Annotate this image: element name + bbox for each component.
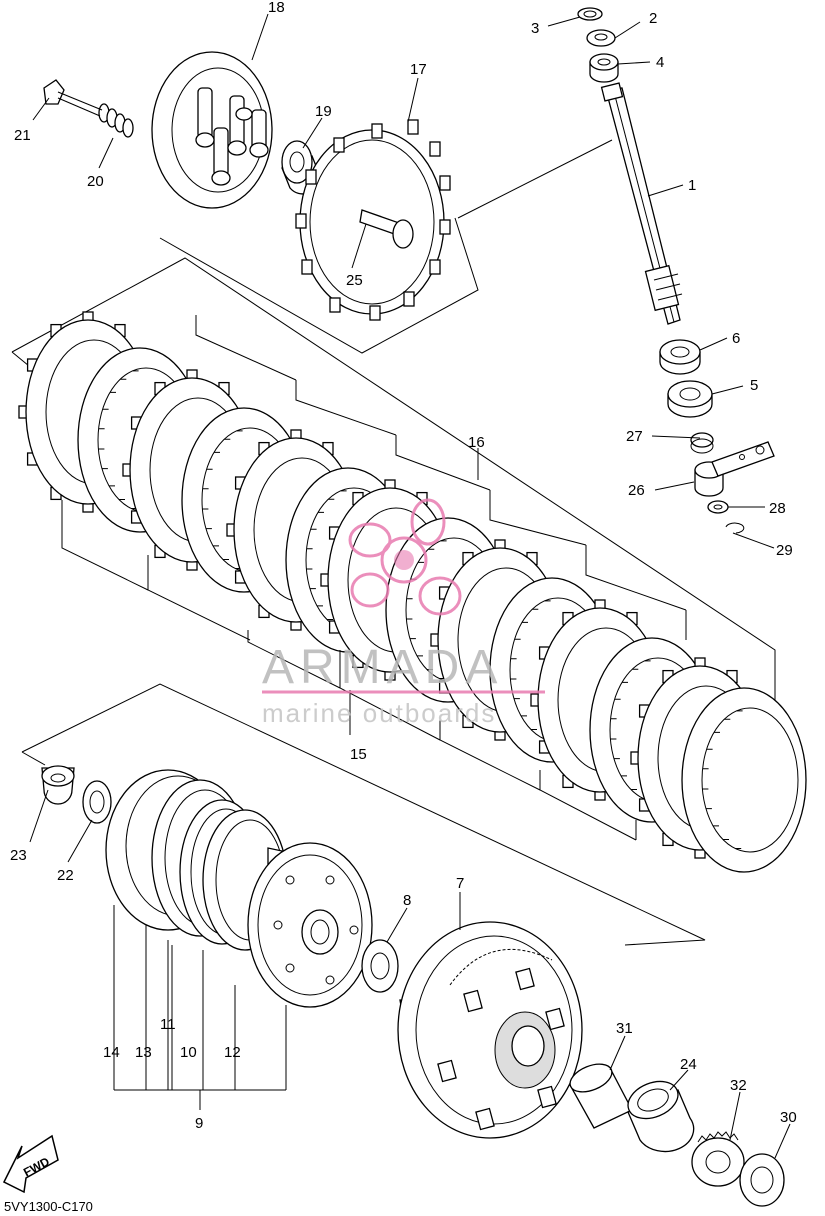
washer-part-2	[586, 29, 616, 47]
callout-22: 22	[57, 867, 74, 884]
callout-4: 4	[656, 54, 664, 71]
callout-13: 13	[135, 1044, 152, 1061]
pressure-plate-bosses	[195, 87, 269, 186]
callout-11: 11	[160, 1016, 176, 1033]
group-outline-bottom	[21, 683, 706, 946]
bearing-part-5	[667, 380, 713, 418]
fwd-arrow-icon: FWD	[2, 1134, 59, 1194]
washer-part-28	[707, 500, 729, 514]
callout-30: 30	[780, 1109, 797, 1126]
callout-6: 6	[732, 330, 740, 347]
callout-16: 16	[468, 434, 485, 451]
steel-plate	[681, 687, 807, 873]
callout-28: 28	[769, 500, 786, 517]
callout-29: 29	[776, 542, 793, 559]
watermark-brand: ARMADA	[262, 641, 503, 694]
watermark-flower-icon	[348, 498, 462, 616]
callout-17: 17	[410, 61, 427, 78]
callout-19: 19	[315, 103, 332, 120]
group-outline-top	[159, 217, 479, 354]
clutch-push-rod-shaft	[600, 82, 683, 325]
callout-3: 3	[531, 20, 539, 37]
shaft-leader-line	[457, 139, 613, 219]
callout-23: 23	[10, 847, 27, 864]
callout-24: 24	[680, 1056, 697, 1073]
boss-assembly-bracket	[113, 905, 287, 1110]
gear-part-32	[691, 1131, 745, 1187]
bolt-part-21	[43, 79, 103, 117]
callout-1: 1	[688, 177, 696, 194]
callout-21: 21	[14, 127, 31, 144]
push-pin-part-25	[359, 209, 414, 249]
callout-10: 10	[180, 1044, 197, 1061]
bearing-part-6	[659, 339, 701, 375]
clutch-plate-stack	[18, 311, 807, 873]
callout-9: 9	[195, 1115, 203, 1132]
collar-part-31	[569, 1063, 633, 1129]
clutch-hub-part-12	[247, 842, 373, 1008]
callout-27: 27	[626, 428, 643, 445]
callout-18: 18	[268, 0, 285, 16]
friction-plate-bracket	[61, 500, 637, 841]
nut-part-23	[41, 765, 75, 805]
bearing-part-19	[281, 140, 321, 195]
leader-lines	[29, 13, 791, 1159]
primary-driven-gear-part-7	[397, 921, 583, 1139]
callout-31: 31	[616, 1020, 633, 1037]
pressure-plate-part-18	[151, 51, 273, 209]
callout-14: 14	[103, 1044, 120, 1061]
callout-26: 26	[628, 482, 645, 499]
needle-bearing-part-24	[627, 1080, 695, 1153]
callout-15: 15	[350, 746, 367, 763]
steel-plate-bracket	[195, 315, 687, 640]
pressure-disc-tabs	[295, 119, 451, 321]
callout-5: 5	[750, 377, 758, 394]
callout-32: 32	[730, 1077, 747, 1094]
callout-2: 2	[649, 10, 657, 27]
circlip-part-3	[577, 7, 603, 21]
callout-20: 20	[87, 173, 104, 190]
lock-washer-part-22	[82, 780, 112, 824]
washer-part-30	[739, 1153, 785, 1207]
lever-part-26	[694, 441, 775, 497]
diagram-code: 5VY1300-C170	[4, 1199, 93, 1214]
callout-12: 12	[224, 1044, 241, 1061]
callout-25: 25	[346, 272, 363, 289]
thrust-washer-part-8	[361, 939, 399, 993]
circlip-part-29	[725, 522, 745, 534]
callout-8: 8	[403, 892, 411, 909]
seal-part-27	[690, 432, 714, 454]
watermark-logo: ARMADA marine outboards	[262, 498, 545, 728]
callout-labels: 1 2 3 4 5 6 7 8 9 10 11 12 13 14 15 16 1…	[10, 0, 797, 1132]
spring-part-20	[98, 103, 134, 138]
bearing-part-4	[589, 53, 619, 83]
callout-7: 7	[456, 875, 464, 892]
watermark-tagline: marine outboards	[262, 698, 496, 728]
